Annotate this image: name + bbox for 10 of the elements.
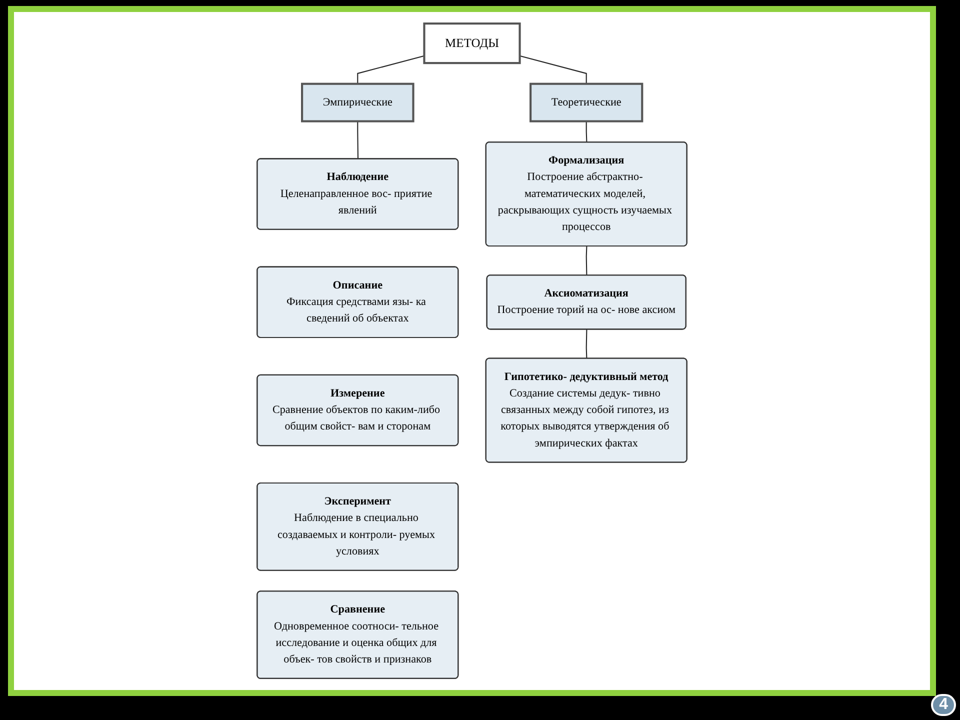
connector bbox=[586, 330, 588, 359]
connector bbox=[357, 121, 359, 160]
node-box: Эмпирические bbox=[301, 82, 414, 122]
page-number: 4 bbox=[931, 694, 956, 716]
node-box: Теоретические bbox=[530, 82, 644, 122]
connector bbox=[586, 121, 588, 142]
connector bbox=[520, 55, 587, 84]
connector bbox=[586, 246, 588, 276]
node-box: МЕТОДЫ bbox=[423, 22, 521, 64]
connector bbox=[357, 55, 424, 84]
